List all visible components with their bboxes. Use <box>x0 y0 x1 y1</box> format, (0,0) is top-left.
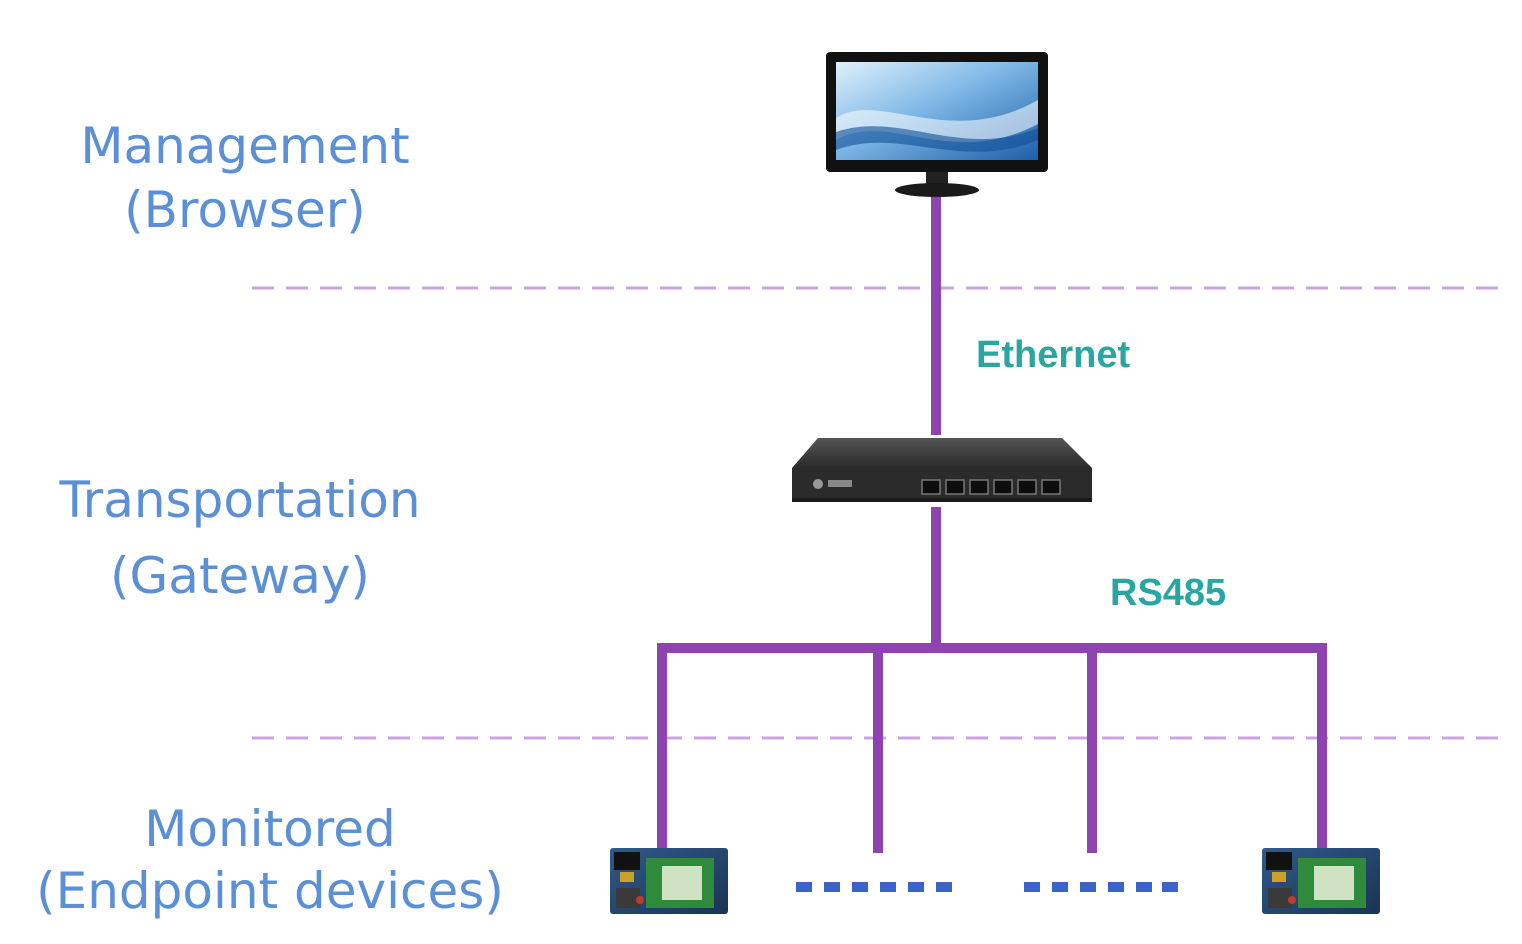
transportation-subtitle: (Gateway) <box>110 547 370 605</box>
monitor-icon <box>826 52 1048 197</box>
management-subtitle: (Browser) <box>124 181 366 239</box>
layer-label-monitored: Monitored (Endpoint devices) <box>10 798 530 922</box>
gateway-router-icon <box>792 438 1092 502</box>
layer-label-management: Management (Browser) <box>40 114 450 242</box>
circuit-board-icon <box>610 848 728 914</box>
layer-label-transportation: Transportation (Gateway) <box>20 462 460 614</box>
bus-lines <box>657 193 1327 853</box>
rs485-label: RS485 <box>1110 572 1227 614</box>
ellipsis-dots-right <box>1024 882 1178 892</box>
circuit-board-icon <box>1262 848 1380 914</box>
ethernet-label: Ethernet <box>976 334 1131 376</box>
management-title: Management <box>80 117 410 175</box>
monitored-subtitle: (Endpoint devices) <box>36 862 504 920</box>
monitored-title: Monitored <box>144 800 396 858</box>
ellipsis-dots-left <box>796 882 952 892</box>
transportation-title: Transportation <box>59 471 421 529</box>
